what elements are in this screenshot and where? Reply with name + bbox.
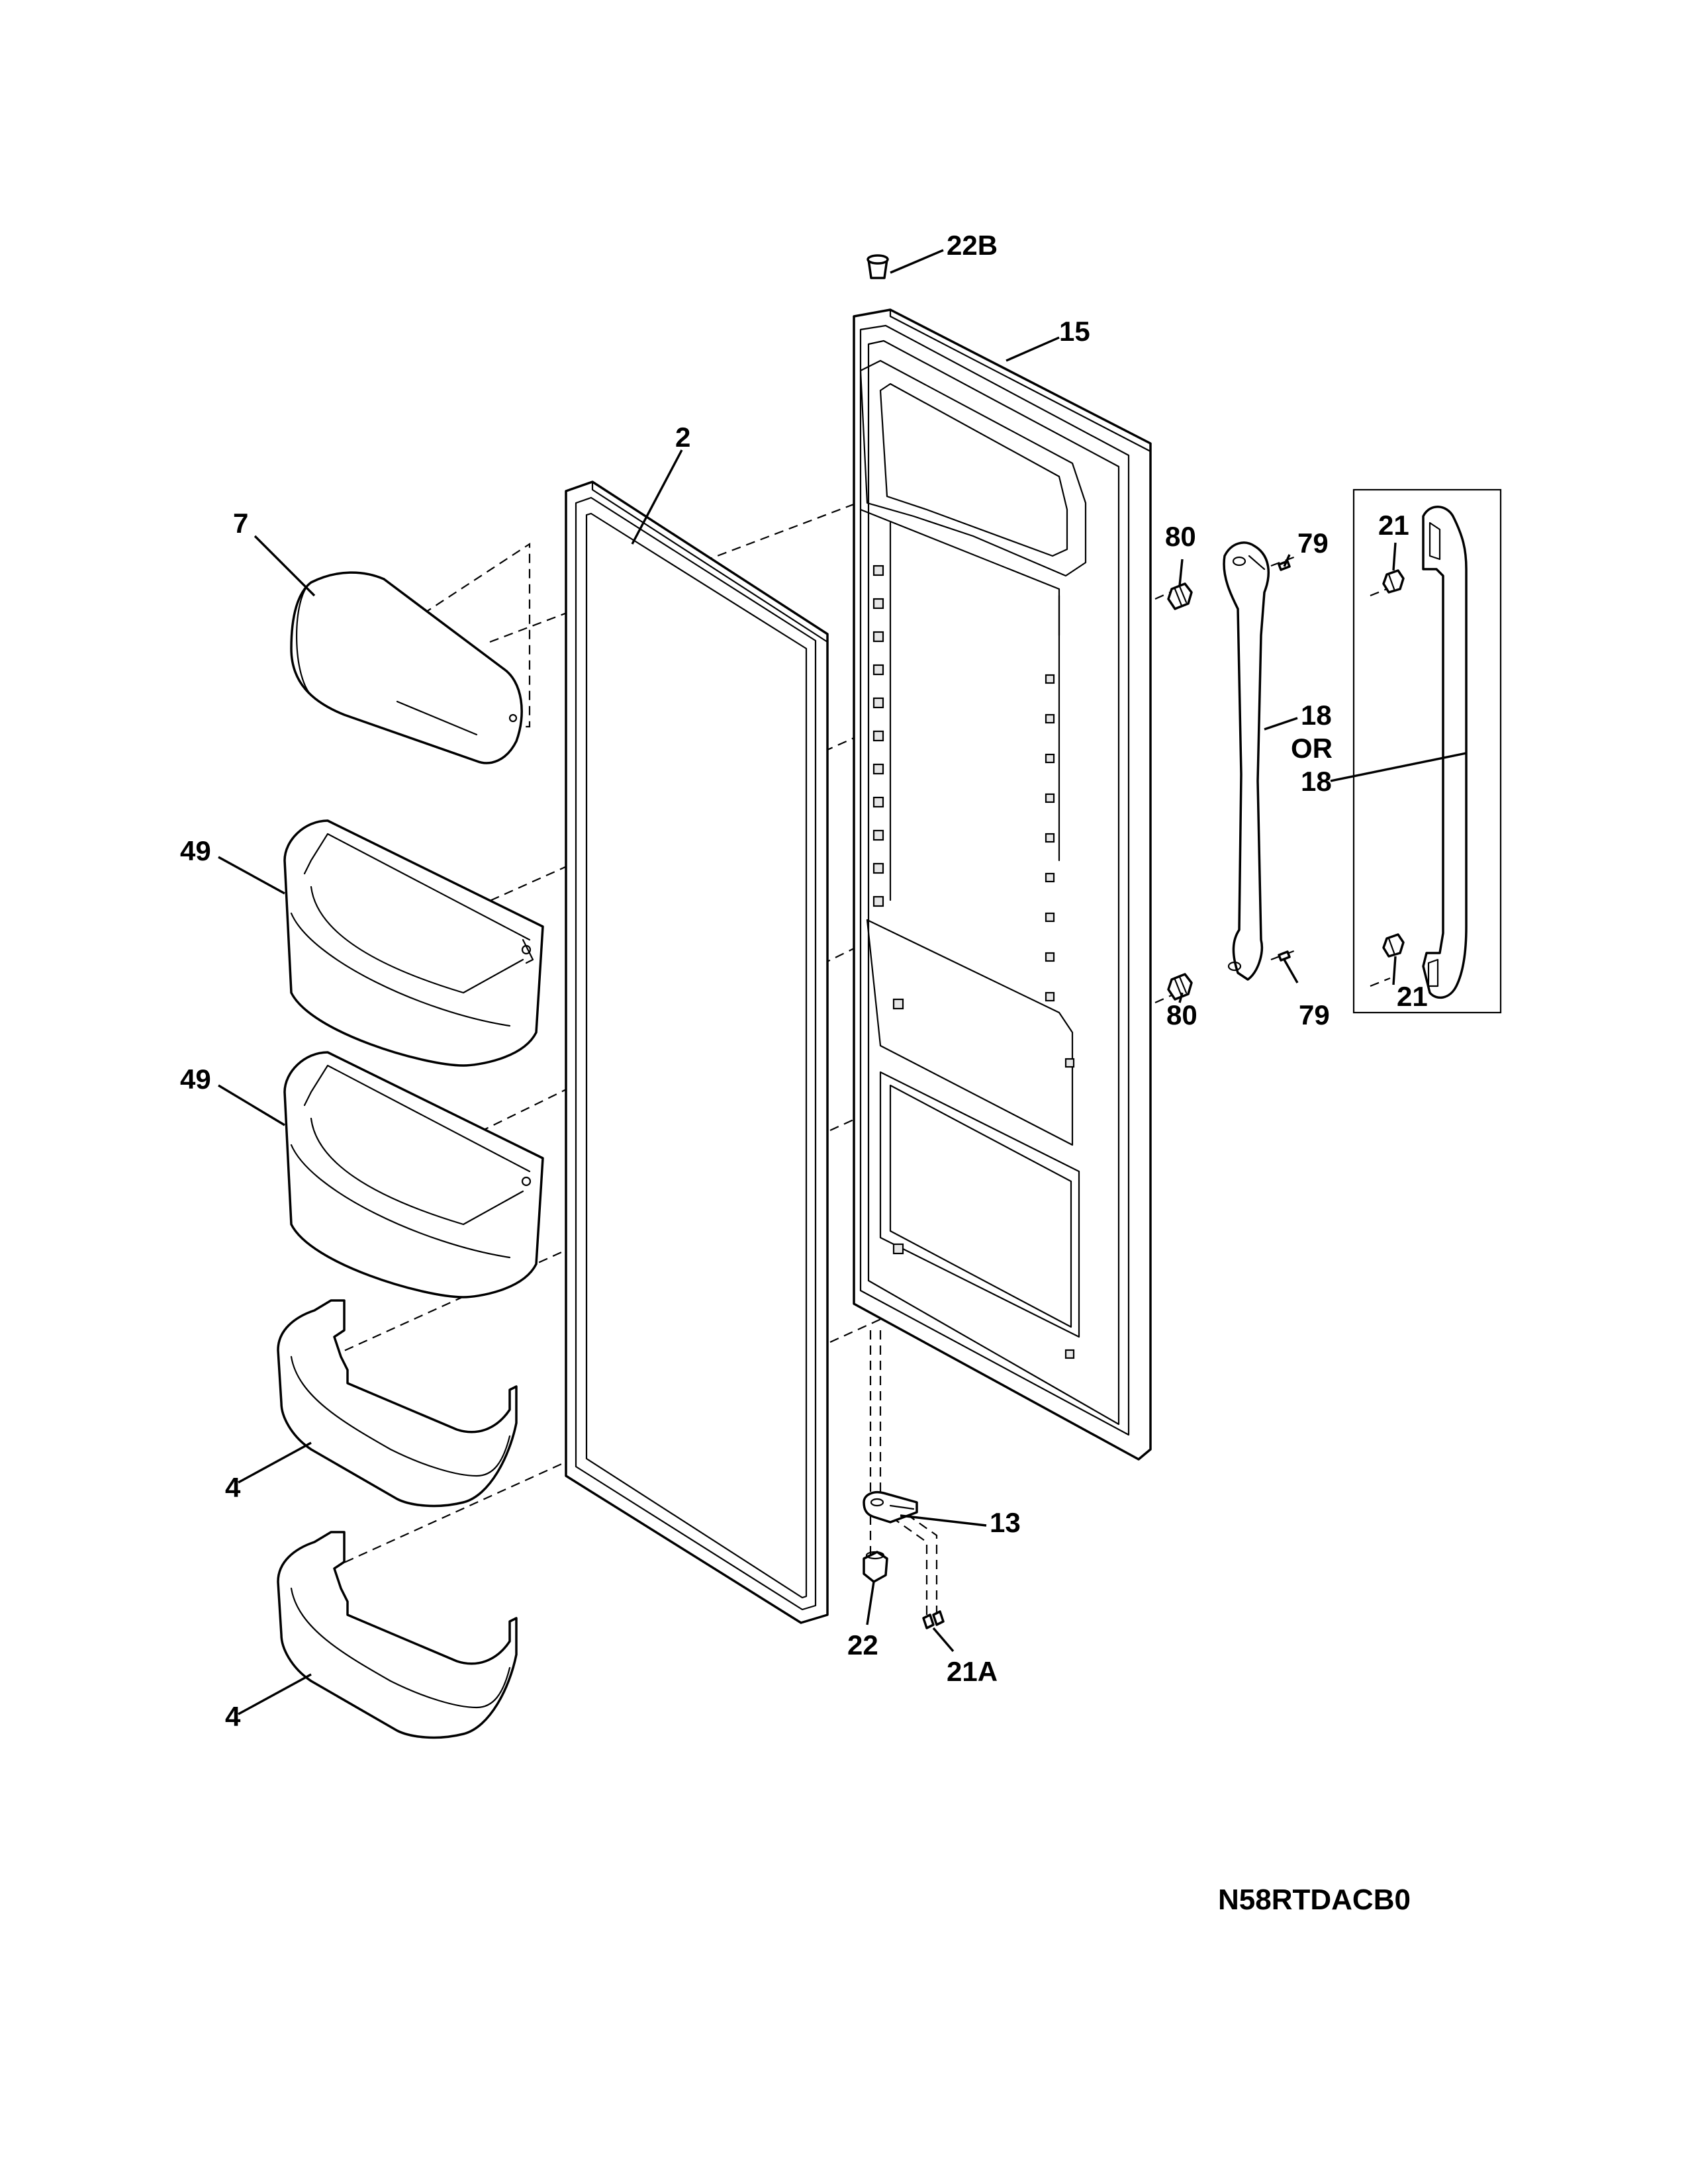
label-80-top: 80 — [1165, 521, 1196, 552]
shelf-retainer-4-top — [277, 1299, 518, 1508]
label-79-top: 79 — [1297, 527, 1329, 559]
label-15: 15 — [1059, 316, 1090, 347]
screw-79-bottom — [1278, 950, 1291, 962]
label-13: 13 — [990, 1507, 1021, 1538]
door-handle-18-a — [1223, 541, 1270, 981]
hinge-bracket-13 — [863, 1491, 918, 1524]
label-22: 22 — [847, 1629, 878, 1661]
handle-post-80-top — [1167, 582, 1193, 610]
label-4-top: 4 — [225, 1472, 241, 1503]
label-22b: 22B — [947, 230, 998, 261]
label-18-second: 18 — [1301, 766, 1332, 797]
label-79-bottom: 79 — [1299, 999, 1330, 1030]
handle-post-21-bottom — [1382, 933, 1405, 958]
diagram-code: N58RTDACB0 — [1218, 1884, 1411, 1916]
door-handle-18-b — [1422, 506, 1468, 999]
hinge-bushing-22 — [863, 1551, 888, 1583]
callout-labels: 22B 15 2 7 80 79 21 18 OR 18 49 49 80 79… — [180, 230, 1428, 1732]
label-or: OR — [1291, 733, 1333, 764]
handle-post-80-bottom — [1167, 973, 1193, 1001]
hinge-cap-22b — [867, 254, 889, 279]
label-2: 2 — [675, 422, 690, 453]
label-49-top: 49 — [180, 835, 211, 866]
door-15 — [853, 308, 1152, 1461]
label-21-bottom: 21 — [1397, 981, 1428, 1012]
screw-21a — [922, 1610, 945, 1629]
door-bosses — [872, 565, 1075, 1359]
alternate-handle-box — [1352, 488, 1502, 1014]
label-21a: 21A — [947, 1656, 998, 1687]
handle-post-21-top — [1382, 569, 1405, 594]
label-4-bottom: 4 — [225, 1701, 241, 1732]
label-18-first: 18 — [1301, 700, 1332, 731]
shelf-retainer-4-bottom — [277, 1531, 518, 1739]
door-bin-49-bottom — [283, 1051, 544, 1298]
label-49-bottom: 49 — [180, 1064, 211, 1095]
label-7: 7 — [233, 508, 248, 539]
leader-lines — [218, 249, 1467, 1715]
label-21-top: 21 — [1378, 510, 1409, 541]
dairy-cover-7 — [290, 571, 523, 764]
label-80-bottom: 80 — [1166, 999, 1197, 1030]
gasket-2 — [565, 480, 829, 1624]
door-bin-49-top — [283, 819, 544, 1067]
